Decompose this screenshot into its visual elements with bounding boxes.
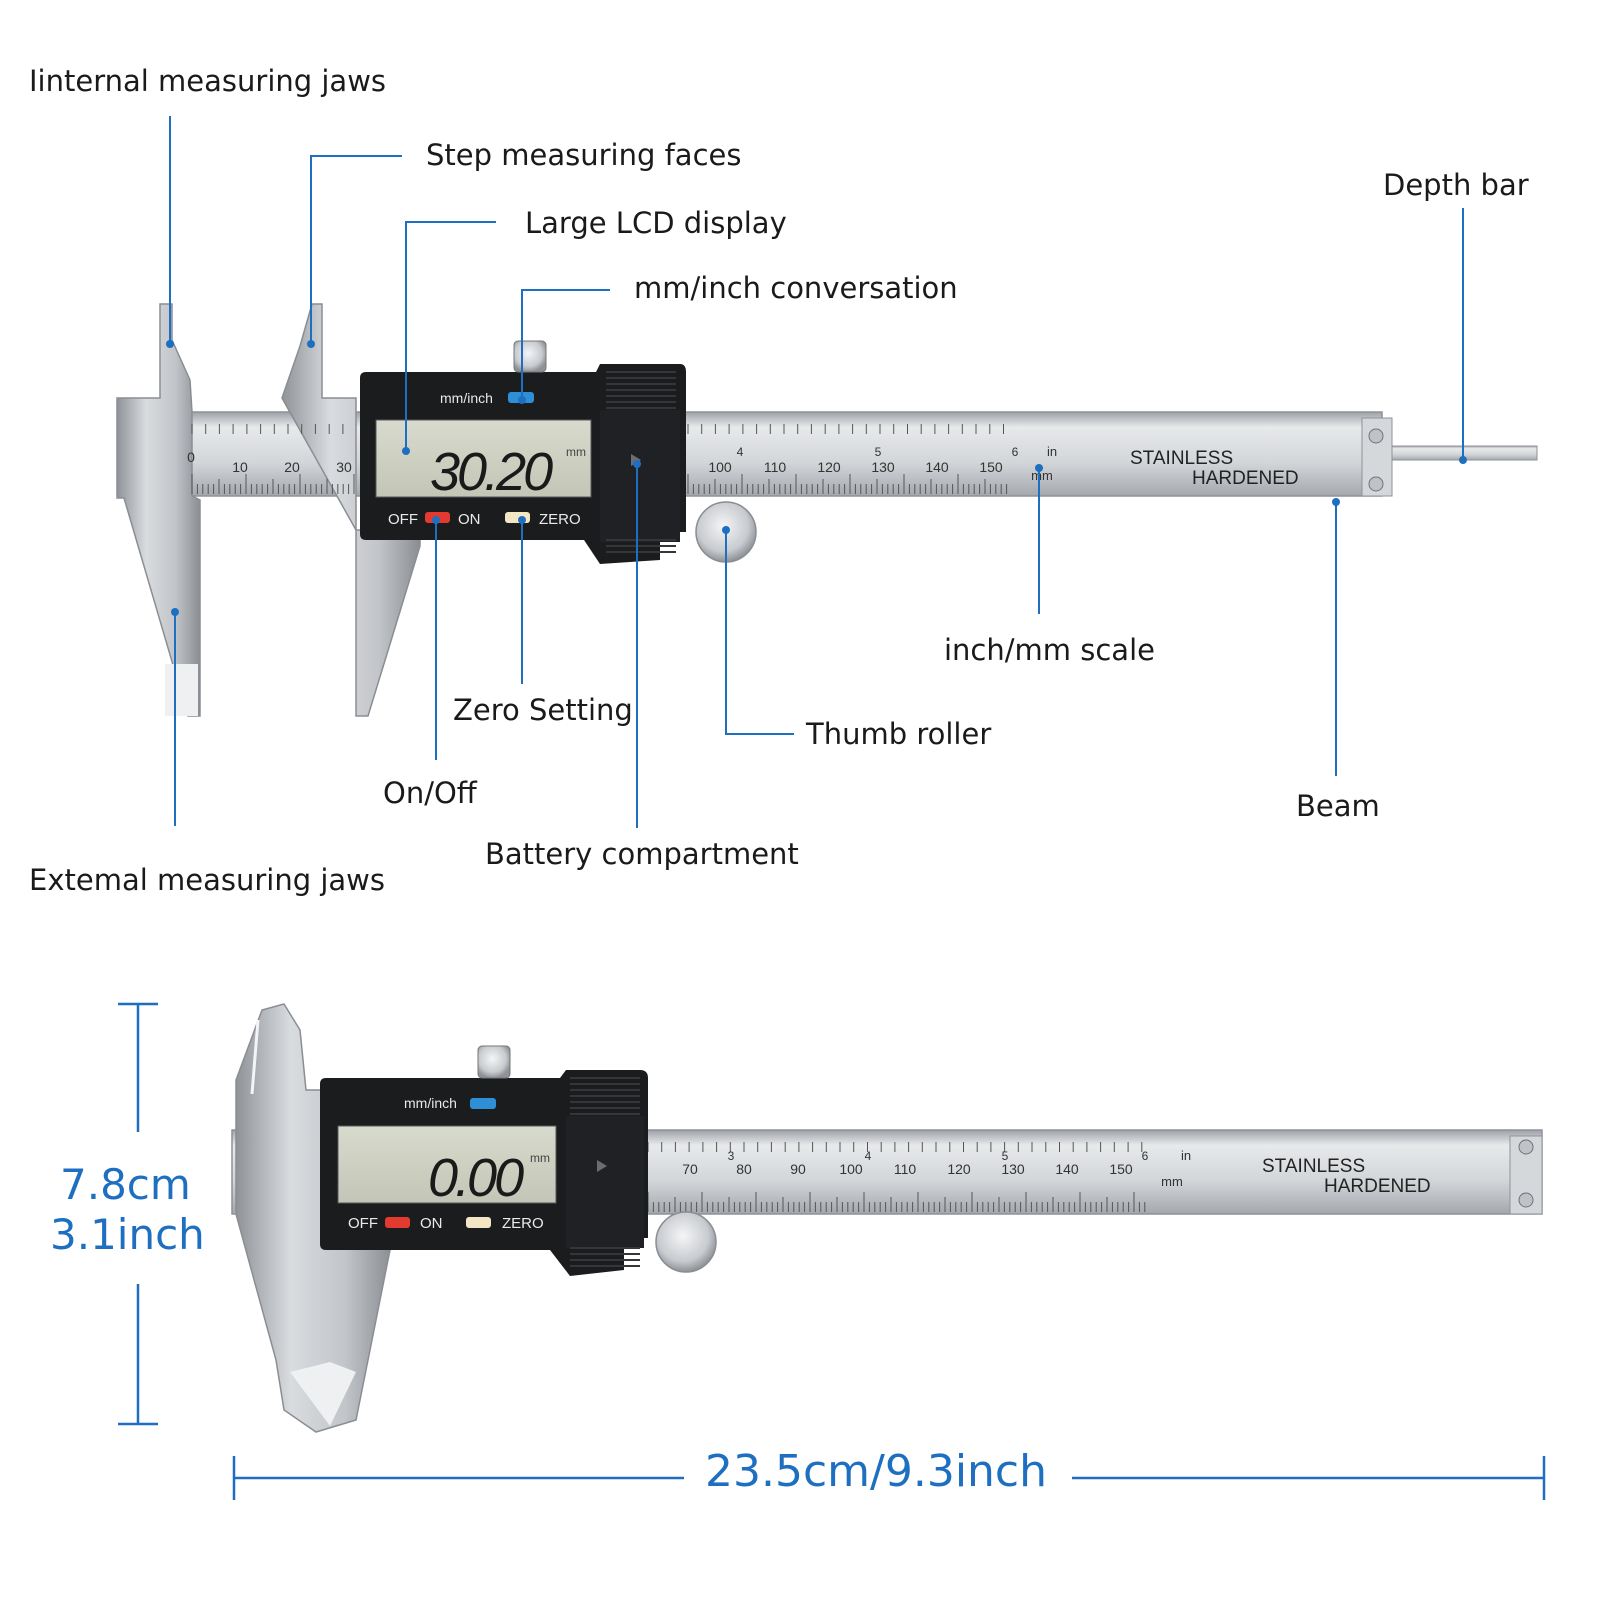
battery-compartment: [566, 1116, 644, 1248]
zero-label: ZERO: [502, 1215, 544, 1232]
inch-major: 6: [1142, 1149, 1149, 1163]
lcd-reading: 0.00: [428, 1148, 524, 1208]
scale-number: 90: [790, 1161, 806, 1177]
scale-number: 130: [871, 459, 895, 475]
mm-inch-knob[interactable]: [513, 340, 547, 373]
screw-icon: [1518, 1192, 1534, 1208]
screw-icon: [1368, 476, 1384, 492]
fixed-jaw: [116, 303, 201, 717]
thumb-roller[interactable]: [655, 1211, 717, 1273]
label-external-jaws: Extemal measuring jaws: [29, 863, 385, 897]
lcd-screen: [375, 419, 592, 498]
lcd-screen: [337, 1125, 557, 1204]
scale-number: 140: [925, 459, 949, 475]
dimension-height-inch: 3.1inch: [50, 1210, 205, 1259]
label-depth-bar: Depth bar: [1383, 168, 1529, 202]
scale-number: 140: [1055, 1161, 1079, 1177]
brand-line2: HARDENED: [1324, 1176, 1431, 1197]
caliper-top: mm/inch 30.20 mm OFF ON ZERO 0 10 20 30 …: [116, 303, 1538, 717]
battery-compartment: [600, 410, 680, 542]
label-thumb-roller: Thumb roller: [806, 717, 992, 751]
mm-label: mm: [1161, 1174, 1183, 1189]
brand-line1: STAINLESS: [1262, 1156, 1365, 1177]
label-battery: Battery compartment: [485, 837, 799, 871]
inch-major: 4: [737, 445, 744, 459]
zero-button[interactable]: [505, 512, 530, 523]
inch-major: 5: [875, 445, 882, 459]
scale-number: 110: [764, 459, 787, 475]
scale-number: 20: [284, 459, 300, 475]
on-label: ON: [458, 511, 481, 528]
inch-major: 5: [1002, 1149, 1009, 1163]
dimension-length: 23.5cm/9.3inch: [705, 1446, 1048, 1497]
zero-label: ZERO: [539, 511, 581, 528]
lcd-unit: mm: [566, 445, 586, 459]
in-label: in: [1047, 444, 1057, 459]
inch-major: 6: [1012, 445, 1019, 459]
scale-number: 0: [187, 449, 195, 465]
mm-inch-button[interactable]: [470, 1098, 496, 1109]
brand-line2: HARDENED: [1192, 468, 1299, 489]
brand-line1: STAINLESS: [1130, 448, 1233, 469]
scale-number: 110: [894, 1161, 917, 1177]
dimension-lines: [118, 1002, 1546, 1500]
mm-inch-knob[interactable]: [477, 1045, 511, 1079]
callout-dots: [166, 340, 1467, 616]
inch-major: 3: [728, 1149, 735, 1163]
on-off-button[interactable]: [385, 1217, 410, 1228]
off-label: OFF: [388, 511, 418, 528]
depth-bar: [1371, 445, 1538, 461]
screw-icon: [1518, 1139, 1534, 1155]
scale-number: 30: [336, 459, 352, 475]
screw-icon: [1368, 428, 1384, 444]
callout-lines: [169, 116, 1464, 828]
mode-label: mm/inch: [440, 390, 493, 406]
mode-label: mm/inch: [404, 1095, 457, 1111]
lcd-unit: mm: [530, 1151, 550, 1165]
on-label: ON: [420, 1215, 443, 1232]
caliper-bottom: mm/inch 0.00 mm OFF ON ZERO 70 80 90 100…: [231, 1003, 1543, 1433]
scale-number: 70: [682, 1161, 698, 1177]
scale-number: 100: [839, 1161, 863, 1177]
label-mm-inch: mm/inch conversation: [634, 271, 958, 305]
lcd-reading: 30.20: [430, 442, 553, 502]
scale-number: 100: [708, 459, 732, 475]
label-zero-setting: Zero Setting: [453, 693, 633, 727]
in-label: in: [1181, 1148, 1191, 1163]
zero-button[interactable]: [466, 1217, 491, 1228]
scale-number: 10: [232, 459, 248, 475]
play-arrow-icon: [597, 1160, 607, 1172]
mm-scale-ticks: [191, 424, 1008, 494]
off-label: OFF: [348, 1215, 378, 1232]
mm-label: mm: [1031, 468, 1053, 483]
jaw-tip: [165, 664, 198, 716]
label-on-off: On/Off: [383, 776, 477, 810]
scale-number: 120: [817, 459, 841, 475]
label-internal-jaws: Iinternal measuring jaws: [29, 64, 387, 98]
mm-scale-ticks: [647, 1142, 1146, 1212]
label-beam: Beam: [1296, 789, 1380, 823]
scale-number: 80: [736, 1161, 752, 1177]
label-lcd-display: Large LCD display: [525, 206, 787, 240]
scale-number: 150: [979, 459, 1003, 475]
grip-ridges: [606, 371, 676, 553]
scale-number: 130: [1001, 1161, 1025, 1177]
scale-number: 150: [1109, 1161, 1133, 1177]
scale-number: 120: [947, 1161, 971, 1177]
grip-ridges: [570, 1077, 640, 1267]
jaw-tip: [290, 1362, 356, 1426]
label-inch-mm-scale: inch/mm scale: [944, 633, 1155, 667]
label-step-faces: Step measuring faces: [426, 138, 742, 172]
dimension-height-cm: 7.8cm: [60, 1160, 191, 1209]
inch-major: 4: [865, 1149, 872, 1163]
